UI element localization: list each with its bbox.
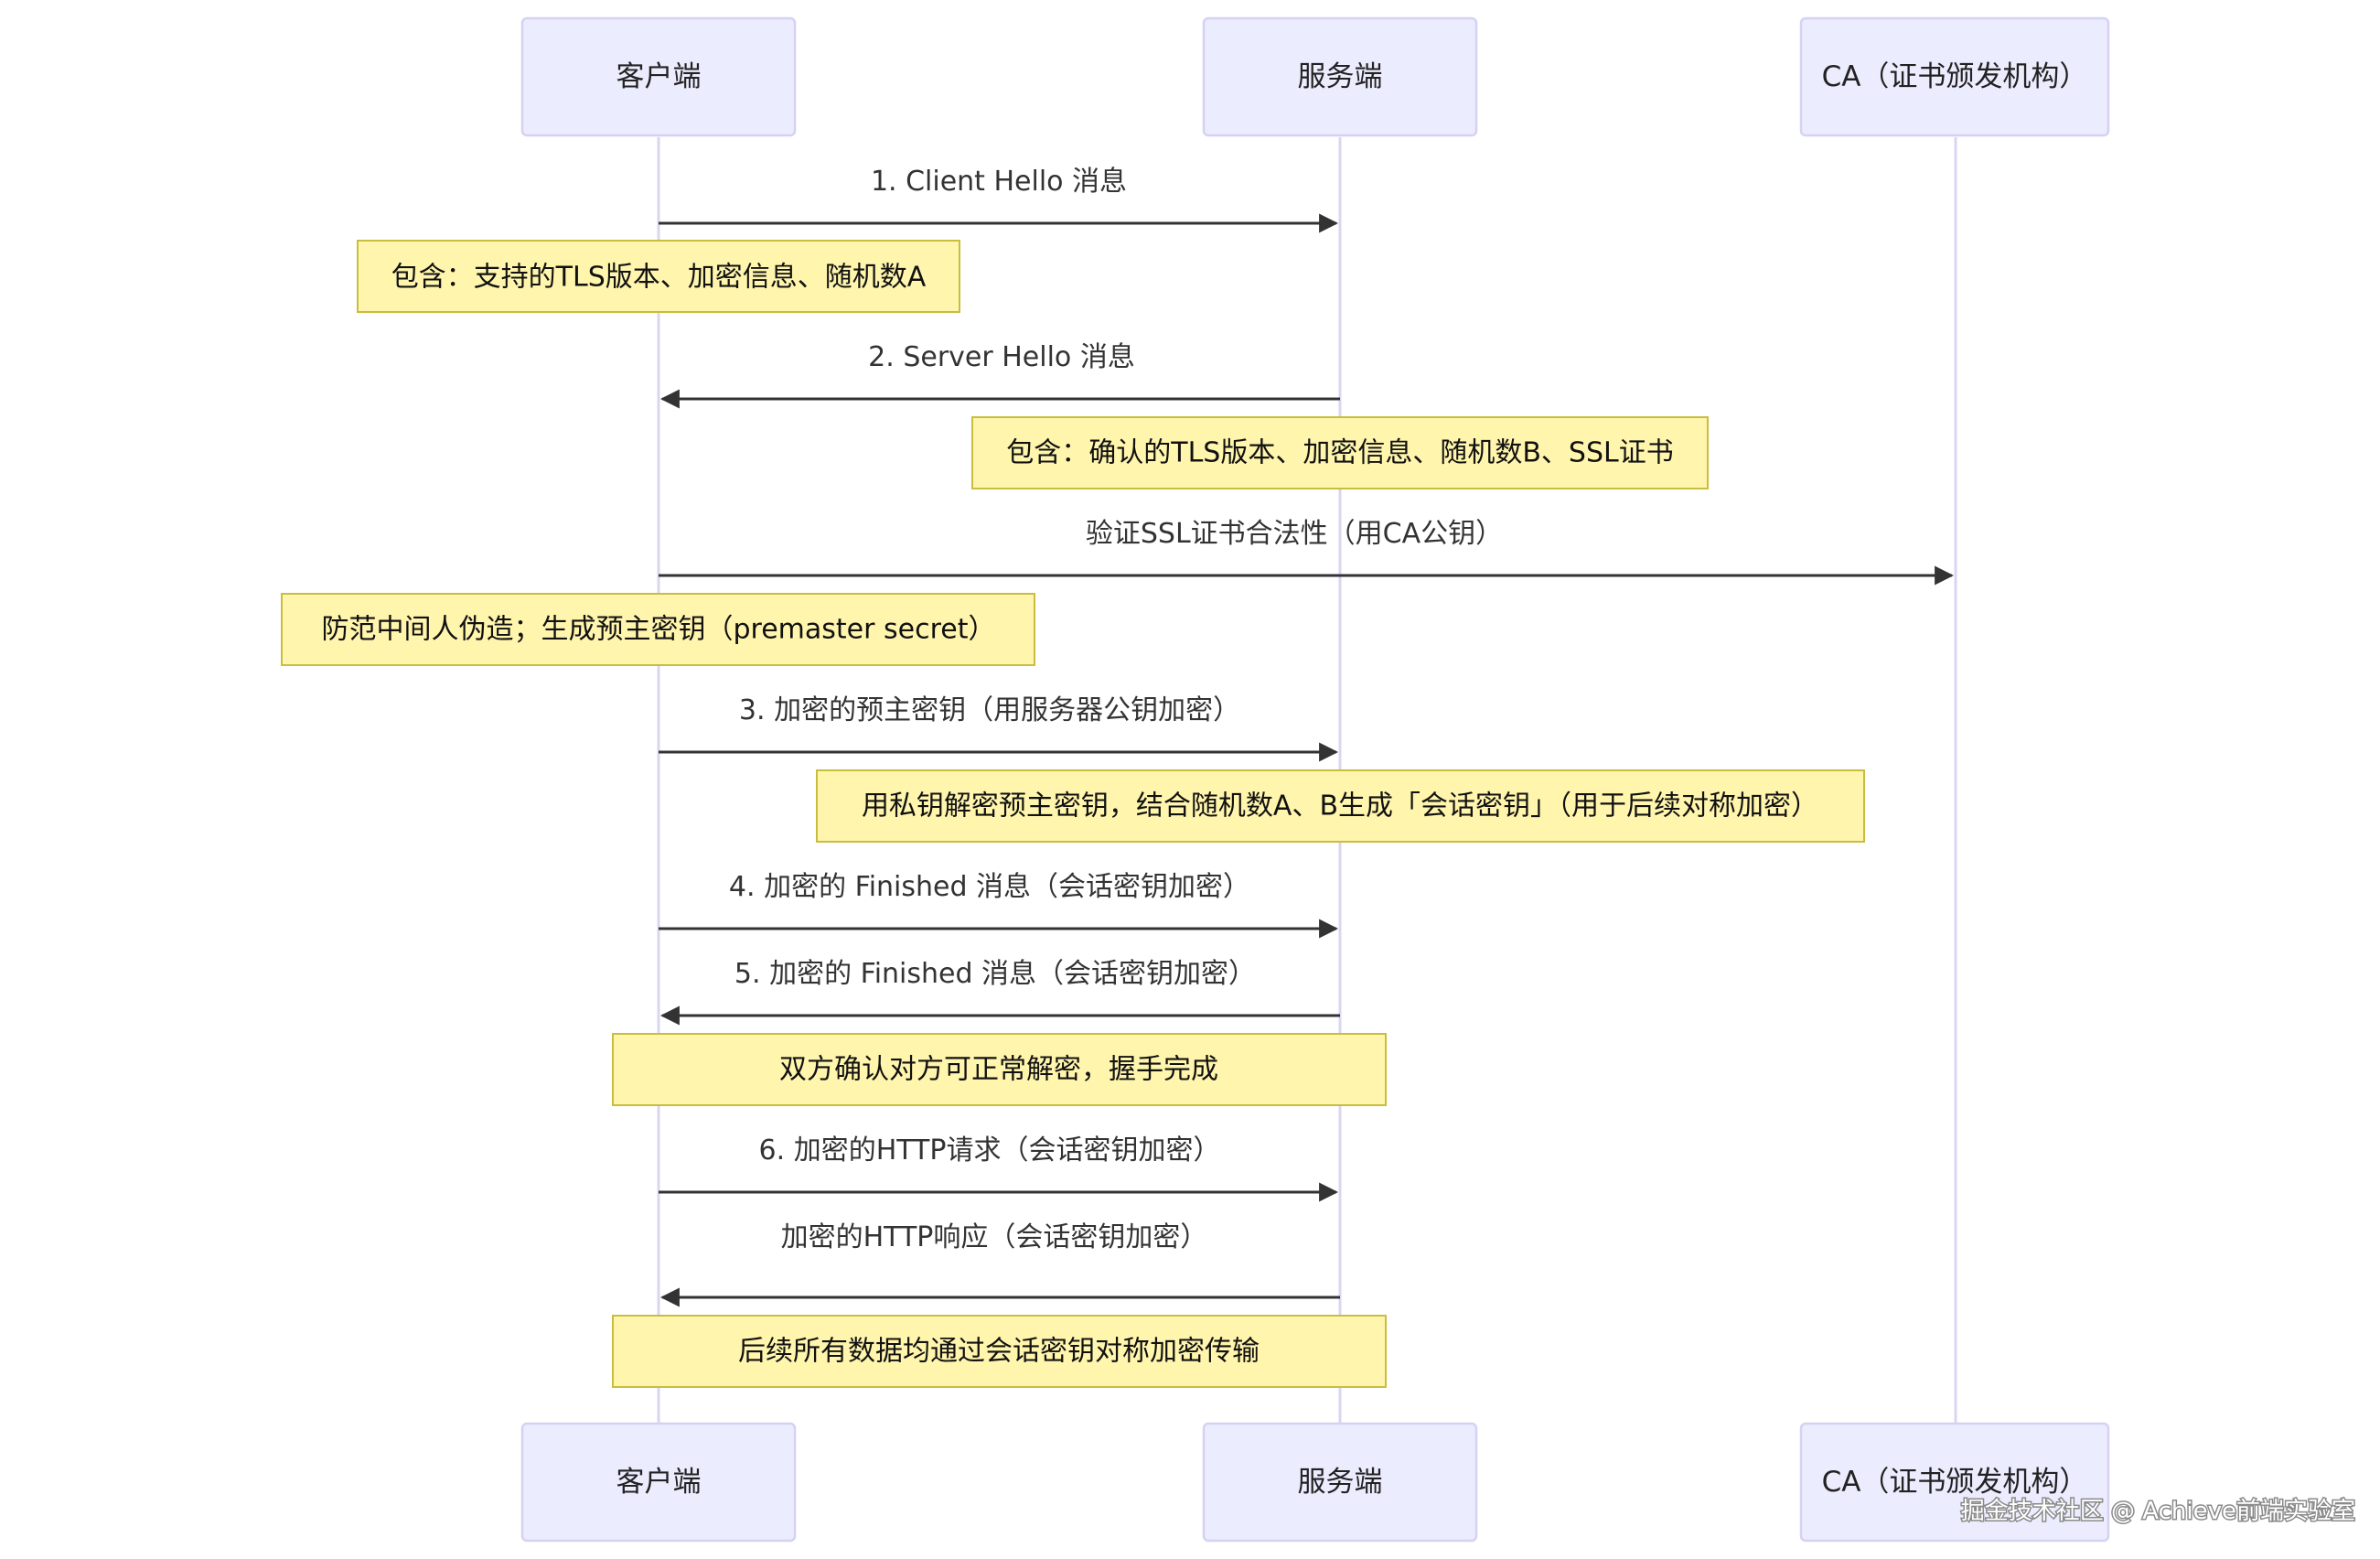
note-5: 双方确认对方可正常解密，握手完成 <box>612 1033 1387 1106</box>
message-label: 2. Server Hello 消息 <box>868 341 1135 373</box>
participant-server-bottom: 服务端 <box>1202 1422 1478 1543</box>
participant-ca-bottom: CA（证书颁发机构） <box>1799 1422 2110 1543</box>
note-2: 包含：确认的TLS版本、加密信息、随机数B、SSL证书 <box>971 416 1709 489</box>
message-http-response: 加密的HTTP响应（会话密钥加密） <box>659 1221 1340 1307</box>
note-6: 后续所有数据均通过会话密钥对称加密传输 <box>612 1315 1387 1388</box>
participant-server-label: 服务端 <box>1298 60 1383 93</box>
message-2-server-hello: 2. Server Hello 消息 <box>659 341 1340 409</box>
participant-client-top: 客户端 <box>520 16 797 137</box>
participant-ca-label: CA（证书颁发机构） <box>1822 1466 2088 1499</box>
message-1-client-hello: 1. Client Hello 消息 <box>659 166 1339 233</box>
message-label: 5. 加密的 Finished 消息（会话密钥加密） <box>734 958 1256 990</box>
note-text: 包含：支持的TLS版本、加密信息、随机数A <box>391 262 927 294</box>
note-1: 包含：支持的TLS版本、加密信息、随机数A <box>357 240 960 313</box>
message-5-server-finished: 5. 加密的 Finished 消息（会话密钥加密） <box>659 958 1340 1026</box>
participant-server-label: 服务端 <box>1298 1466 1383 1499</box>
message-3-premaster: 3. 加密的预主密钥（用服务器公钥加密） <box>659 694 1339 762</box>
message-label: 1. Client Hello 消息 <box>871 166 1127 198</box>
note-text: 防范中间人伪造；生成预主密钥（premaster secret） <box>322 614 996 646</box>
note-text: 用私钥解密预主密钥，结合随机数A、B生成「会话密钥」（用于后续对称加密） <box>862 790 1818 823</box>
message-4-client-finished: 4. 加密的 Finished 消息（会话密钥加密） <box>659 871 1339 939</box>
message-verify-ssl: 验证SSL证书合法性（用CA公钥） <box>659 518 1955 586</box>
participant-ca-label: CA（证书颁发机构） <box>1822 60 2088 93</box>
participant-client-bottom: 客户端 <box>520 1422 797 1543</box>
message-label: 3. 加密的预主密钥（用服务器公钥加密） <box>739 694 1240 726</box>
note-text: 双方确认对方可正常解密，握手完成 <box>779 1054 1218 1086</box>
note-text: 后续所有数据均通过会话密钥对称加密传输 <box>738 1336 1260 1368</box>
participant-ca-top: CA（证书颁发机构） <box>1799 16 2110 137</box>
note-4: 用私钥解密预主密钥，结合随机数A、B生成「会话密钥」（用于后续对称加密） <box>816 769 1865 843</box>
note-3: 防范中间人伪造；生成预主密钥（premaster secret） <box>281 593 1035 666</box>
message-label: 验证SSL证书合法性（用CA公钥） <box>1086 518 1503 550</box>
message-label: 6. 加密的HTTP请求（会话密钥加密） <box>759 1134 1221 1167</box>
message-6-http-request: 6. 加密的HTTP请求（会话密钥加密） <box>659 1134 1339 1202</box>
message-label: 加密的HTTP响应（会话密钥加密） <box>781 1221 1208 1253</box>
watermark-text: 掘金技术社区 @ Achieve前端实验室 <box>1961 1498 2355 1525</box>
message-label: 4. 加密的 Finished 消息（会话密钥加密） <box>729 871 1250 903</box>
participant-server-top: 服务端 <box>1202 16 1478 137</box>
note-text: 包含：确认的TLS版本、加密信息、随机数B、SSL证书 <box>1006 437 1673 469</box>
participant-client-label: 客户端 <box>616 60 702 93</box>
participant-client-label: 客户端 <box>616 1466 702 1499</box>
